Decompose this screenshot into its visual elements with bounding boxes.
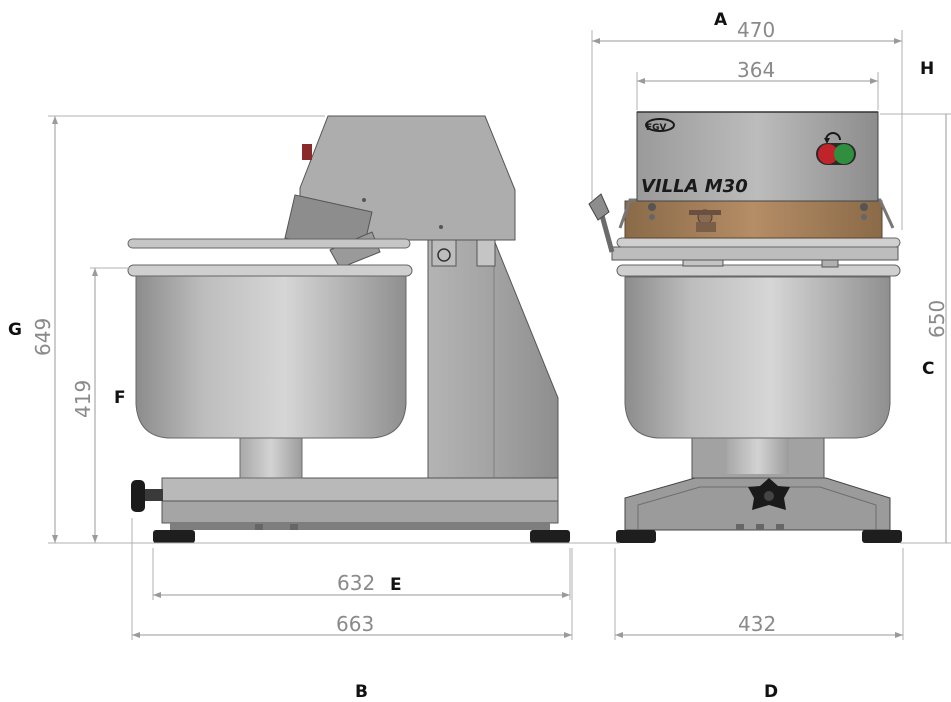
dimension-632-label: 632	[337, 571, 375, 595]
dimension-649-label: 649	[31, 318, 55, 356]
side-bowl	[135, 275, 407, 439]
side-view-mixer	[127, 115, 570, 543]
front-lever-handle	[588, 193, 615, 253]
front-bowl	[624, 276, 891, 439]
dimension-432-label: 432	[738, 612, 776, 636]
label-d: D	[764, 682, 778, 702]
label-c: C	[922, 359, 934, 379]
front-view-mixer: FGV VILLA M30	[588, 111, 902, 543]
front-foot-left	[616, 530, 656, 543]
front-guard-bolts	[648, 203, 868, 232]
dimension-432: 432	[614, 548, 904, 640]
front-bowl-rim	[616, 264, 901, 277]
side-column	[427, 239, 559, 479]
dimension-364-label: 364	[737, 58, 775, 82]
front-foot-right	[862, 530, 902, 543]
dimension-632: 632	[152, 548, 571, 600]
dimension-470-label: 470	[737, 18, 775, 42]
side-adjust-knob	[131, 480, 163, 512]
side-foot-right	[530, 530, 570, 543]
side-foot-left	[153, 530, 195, 543]
dimension-419-label: 419	[71, 380, 95, 418]
front-safety-guard	[624, 200, 883, 239]
label-b: B	[355, 682, 368, 702]
stop-button	[818, 144, 838, 164]
dimension-663-label: 663	[336, 612, 374, 636]
label-f: F	[114, 388, 126, 408]
dimension-470: 470	[591, 18, 903, 230]
label-a: A	[714, 10, 728, 30]
fgv-logo-text: FGV	[646, 123, 667, 133]
dimension-649: 649	[31, 115, 620, 544]
side-guard-rail-top	[127, 238, 411, 249]
label-h: H	[920, 59, 934, 79]
label-g: G	[8, 320, 22, 340]
side-bowl-pedestal	[239, 437, 303, 479]
dimension-364: 364	[636, 58, 879, 110]
dimension-650-label: 650	[925, 300, 949, 338]
start-button	[834, 144, 854, 164]
dimension-663: 663	[131, 518, 573, 640]
side-red-button	[302, 144, 312, 160]
label-e: E	[390, 575, 402, 595]
model-name: VILLA M30	[641, 176, 748, 197]
dimension-419: 419	[71, 267, 130, 543]
fgv-logo: FGV	[645, 118, 675, 133]
side-base	[161, 477, 559, 502]
front-guard-rail-top	[616, 237, 901, 248]
control-buttons	[816, 132, 856, 165]
dimension-650: 650	[880, 113, 951, 544]
side-bowl-rim	[127, 264, 413, 277]
